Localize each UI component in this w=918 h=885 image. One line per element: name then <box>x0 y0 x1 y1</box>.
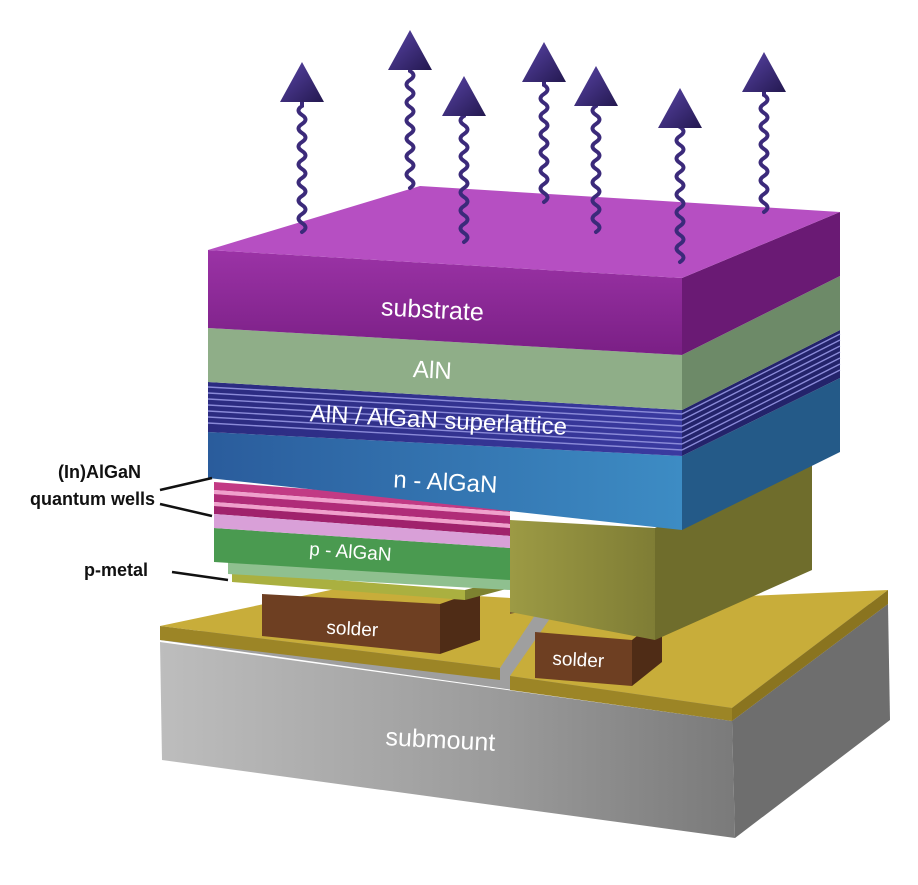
n-algan-front <box>208 432 682 530</box>
n-contact-front <box>510 520 655 640</box>
n-algan-label: n - AlGaN <box>393 466 498 498</box>
photon-wave <box>674 124 686 264</box>
p-metal-callout: p-metal <box>84 560 148 580</box>
quantum-wells-leader <box>159 502 213 518</box>
photon-wave <box>538 78 550 204</box>
pad-right-side <box>732 590 888 721</box>
photon-arrowhead <box>442 76 486 116</box>
solder-right-label: solder <box>552 649 605 673</box>
photon-arrowhead <box>388 30 432 70</box>
photon-wave <box>590 102 602 234</box>
in-algan-leader <box>159 476 213 492</box>
aln-label: AlN <box>412 356 452 385</box>
qw-4 <box>214 502 510 528</box>
submount-label: submount <box>385 723 496 757</box>
p-algan-front <box>214 528 510 580</box>
aln-front <box>208 328 682 410</box>
photon-arrowhead <box>742 52 786 92</box>
qw-2 <box>214 490 510 516</box>
qw-3 <box>214 494 510 524</box>
n-contact-side <box>655 452 812 640</box>
submount-front <box>160 642 735 838</box>
substrate-side <box>682 212 840 355</box>
photon-arrow <box>522 42 566 204</box>
photon-arrow <box>388 30 432 190</box>
p-metal-leader <box>171 570 229 582</box>
photon-arrowhead <box>280 62 324 102</box>
photon-arrowhead <box>658 88 702 128</box>
quantum-wells-callout: quantum wells <box>30 489 155 509</box>
photon-arrow <box>442 76 486 244</box>
qw-1 <box>214 482 510 512</box>
substrate-label: substrate <box>380 293 484 326</box>
photon-arrowhead <box>574 66 618 106</box>
pad-left-front <box>160 626 500 680</box>
mesa-stack: p - AlGaN <box>214 482 510 600</box>
solder-left: solder <box>262 590 480 654</box>
photon-arrow <box>280 62 324 234</box>
aln-side <box>682 276 840 410</box>
p-metal-front <box>232 572 465 600</box>
photon-arrow <box>658 88 702 264</box>
callouts: (In)AlGaN quantum wells p-metal <box>30 462 229 582</box>
photon-wave <box>758 88 770 214</box>
photon-wave <box>404 66 416 190</box>
solder-left-label: solder <box>326 618 379 642</box>
pad-right-front <box>510 676 732 721</box>
photon-wave <box>296 98 308 234</box>
in-algan-callout: (In)AlGaN <box>58 462 141 482</box>
qw-5 <box>214 506 510 536</box>
photon-arrow <box>742 52 786 214</box>
photon-wave <box>458 112 470 244</box>
photon-arrow <box>574 66 618 234</box>
main-stack: n - AlGaN AlN / AlGaN superlattice AlN <box>207 186 841 530</box>
n-algan-side <box>682 378 840 530</box>
photon-arrows <box>280 30 786 264</box>
photon-arrowhead <box>522 42 566 82</box>
superlattice-stripes <box>207 333 841 451</box>
qw-6 <box>214 514 510 548</box>
n-contact-block <box>510 452 812 640</box>
submount-right-side <box>732 604 890 838</box>
substrate-front <box>208 250 682 355</box>
